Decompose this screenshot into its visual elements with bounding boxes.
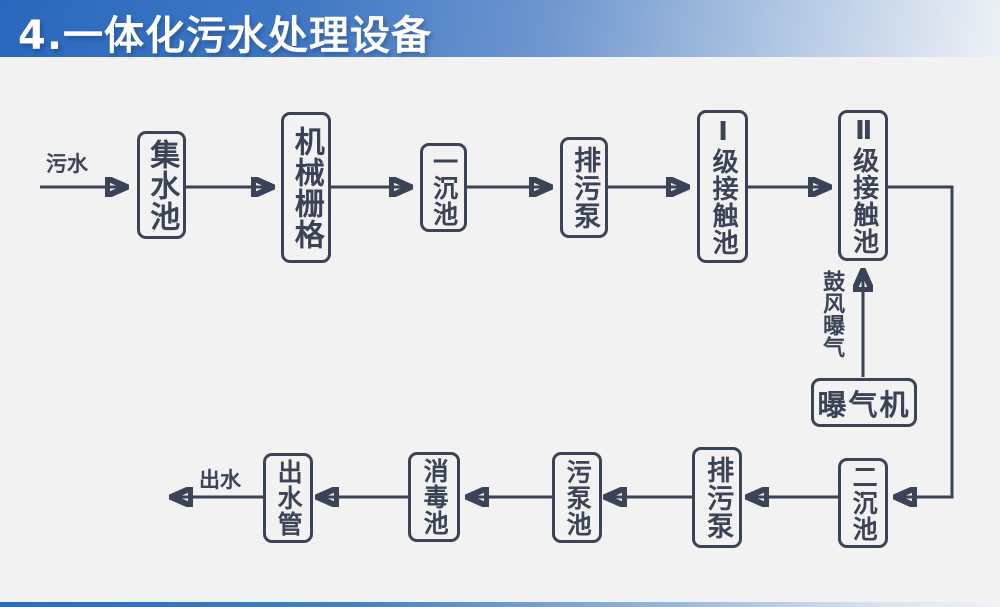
- node-level1-contact-label: Ⅰ级接触池: [708, 117, 739, 256]
- node-disinfection-tank-label: 消毒池: [420, 458, 450, 536]
- node-sludge-pump-tank: 污泵池: [552, 452, 602, 543]
- inlet-label: 污水: [46, 152, 88, 176]
- node-collection-tank-label: 集水池: [144, 138, 180, 232]
- node-primary-sedimentation-tank: 一沉池: [420, 143, 467, 232]
- footer-accent-bar: [0, 602, 1000, 607]
- node-level2-contact-label: Ⅱ级接触池: [848, 116, 879, 255]
- node-sewage-pump-upper: 排污泵: [560, 137, 608, 238]
- node-sewage-pump-upper-label: 排污泵: [569, 145, 601, 230]
- node-primary-sedimentation-label: 一沉池: [429, 148, 459, 227]
- node-level1-contact-tank: Ⅰ级接触池: [697, 110, 748, 263]
- node-outlet-pipe: 出水管: [263, 453, 313, 543]
- slide-header: 4.一体化污水处理设备: [0, 0, 1000, 59]
- node-outlet-pipe-label: 出水管: [274, 459, 304, 537]
- node-sewage-pump-lower-label: 排污泵: [702, 455, 734, 540]
- node-mechanical-grid-label: 机械栅格: [288, 125, 324, 250]
- aeration-label: 鼓风曝气: [819, 270, 845, 358]
- node-secondary-sedimentation-label: 二沉池: [849, 464, 879, 542]
- node-collection-tank: 集水池: [137, 131, 186, 239]
- node-disinfection-tank: 消毒池: [408, 452, 460, 542]
- node-aerator: 曝气机: [811, 378, 917, 427]
- outlet-label: 出水: [199, 468, 241, 492]
- node-aerator-label: 曝气机: [817, 387, 911, 422]
- page-title: 4.一体化污水处理设备: [18, 13, 433, 59]
- node-level2-contact-tank: Ⅱ级接触池: [838, 110, 888, 261]
- node-mechanical-grid: 机械栅格: [281, 112, 331, 263]
- node-secondary-sedimentation-tank: 二沉池: [838, 458, 888, 548]
- node-sewage-pump-lower: 排污泵: [692, 447, 742, 548]
- node-sludge-pump-tank-label: 污泵池: [563, 458, 593, 537]
- arrow-level2-to-secondary-sedimentation: [888, 185, 954, 497]
